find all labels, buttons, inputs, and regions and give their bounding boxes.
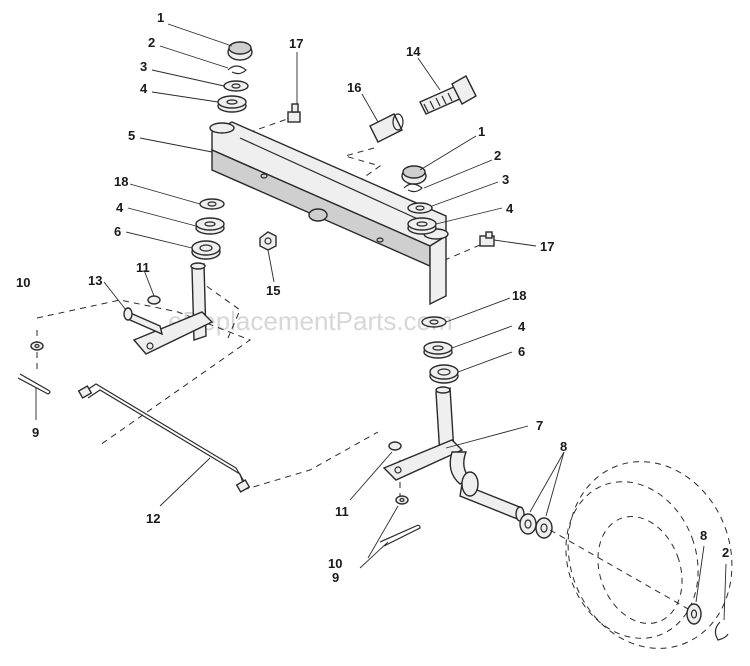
front-axle-beam-5	[209, 121, 449, 306]
left-washer-3	[223, 80, 249, 92]
callout-11-left-washer: 11	[136, 260, 150, 275]
callout-2-outer-ring: 2	[722, 545, 729, 560]
pivot-spacer-16	[369, 113, 404, 143]
callout-10-left-washer: 10	[16, 275, 30, 290]
watermark-text: eReplacementParts.com	[168, 306, 453, 336]
callout-10-right-washer: 10	[328, 556, 342, 571]
right-cap-1	[401, 165, 427, 185]
callout-17-right-fitting: 17	[540, 239, 554, 254]
left-retaining-ring-2	[227, 65, 247, 75]
grease-fitting-17-left	[287, 103, 301, 123]
right-cotter-pin-9	[379, 524, 421, 547]
callout-9-right-pin: 9	[332, 570, 339, 585]
callout-2-right-ring: 2	[494, 148, 501, 163]
callout-1-left-cap: 1	[157, 10, 164, 25]
nut-15	[259, 231, 277, 251]
right-bearing-6	[429, 364, 459, 384]
callout-4-right-bushing: 4	[506, 201, 514, 216]
callout-14-bolt: 14	[406, 44, 421, 59]
right-spindle-7	[382, 386, 525, 522]
wheel-assembly-outline	[549, 461, 733, 649]
right-bushing-4	[407, 217, 437, 235]
callout-16-spacer: 16	[347, 80, 361, 95]
left-bushing-4-lower	[195, 217, 225, 235]
right-bushing-4-lower	[423, 341, 453, 359]
left-bushing-4	[217, 95, 247, 113]
outer-washer-8	[686, 603, 702, 625]
callout-4-left-lower-bushing: 4	[116, 200, 124, 215]
callout-3-left-washer: 3	[140, 59, 147, 74]
callout-2-left-ring: 2	[148, 35, 155, 50]
callout-labels: 1 2 3 4 5 17 16 14 1 2 3 4 17 18 4 6 15 …	[16, 10, 729, 585]
callout-6-left-bearing: 6	[114, 224, 121, 239]
callout-4-left-bushing: 4	[140, 81, 148, 96]
right-washer-11	[388, 441, 402, 451]
callout-11-right-washer: 11	[335, 504, 349, 519]
spacer-washers-8	[519, 513, 553, 539]
callout-18-right-washer: 18	[512, 288, 526, 303]
callout-12-tie-rod: 12	[146, 511, 160, 526]
callout-13-left-spindle: 13	[88, 273, 102, 288]
callout-17-left-fitting: 17	[289, 36, 303, 51]
callout-8-spacers: 8	[560, 439, 567, 454]
callout-18-left-washer: 18	[114, 174, 128, 189]
leader-lines	[35, 23, 727, 621]
right-washer-18	[421, 316, 447, 328]
grease-fitting-17-right	[479, 231, 495, 247]
callout-1-right-cap: 1	[478, 124, 485, 139]
callout-4-right-lower-bushing: 4	[518, 319, 526, 334]
callout-8-outer-washer: 8	[700, 528, 707, 543]
left-washer-10	[30, 341, 44, 351]
right-washer-3	[407, 202, 433, 214]
callout-7-right-spindle: 7	[536, 418, 543, 433]
left-bearing-6	[191, 240, 221, 260]
left-washer-11	[147, 295, 161, 305]
left-spindle-13	[123, 262, 214, 355]
callout-15-nut: 15	[266, 283, 280, 298]
callout-9-left-pin: 9	[32, 425, 39, 440]
callout-6-right-bearing: 6	[518, 344, 525, 359]
tie-rod-12	[77, 383, 251, 493]
left-cotter-pin-9	[17, 373, 51, 395]
pivot-bolt-14	[419, 75, 477, 115]
callout-3-right-washer: 3	[502, 172, 509, 187]
right-retaining-ring-2	[403, 183, 423, 193]
callout-5-axle: 5	[128, 128, 135, 143]
left-washer-18	[199, 198, 225, 210]
outer-retaining-ring-2	[714, 621, 729, 641]
right-washer-10	[395, 495, 409, 505]
left-cap-1	[227, 41, 253, 61]
